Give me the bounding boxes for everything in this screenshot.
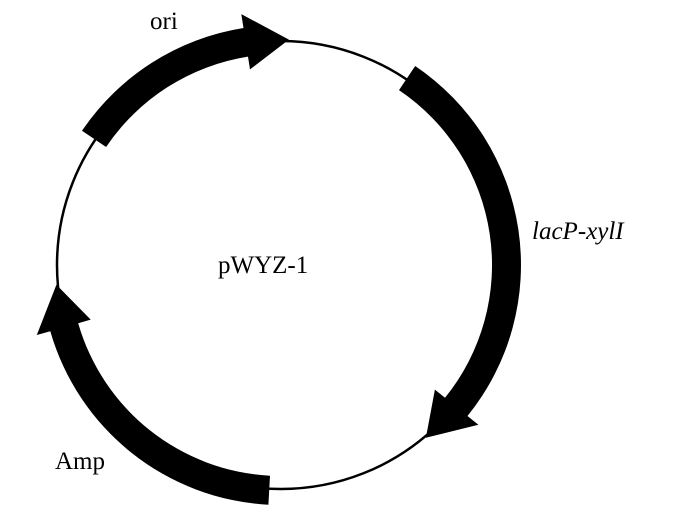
lacp-xyli-feature-arrow	[399, 66, 521, 438]
amp-label: Amp	[55, 448, 105, 475]
ori-label: ori	[150, 8, 178, 35]
amp-feature-arrow	[36, 284, 270, 505]
ori-feature-arrow	[82, 14, 289, 147]
plasmid-name: pWYZ-1	[218, 252, 309, 279]
lacp-xyli-label: lacP-xylI	[532, 218, 624, 245]
